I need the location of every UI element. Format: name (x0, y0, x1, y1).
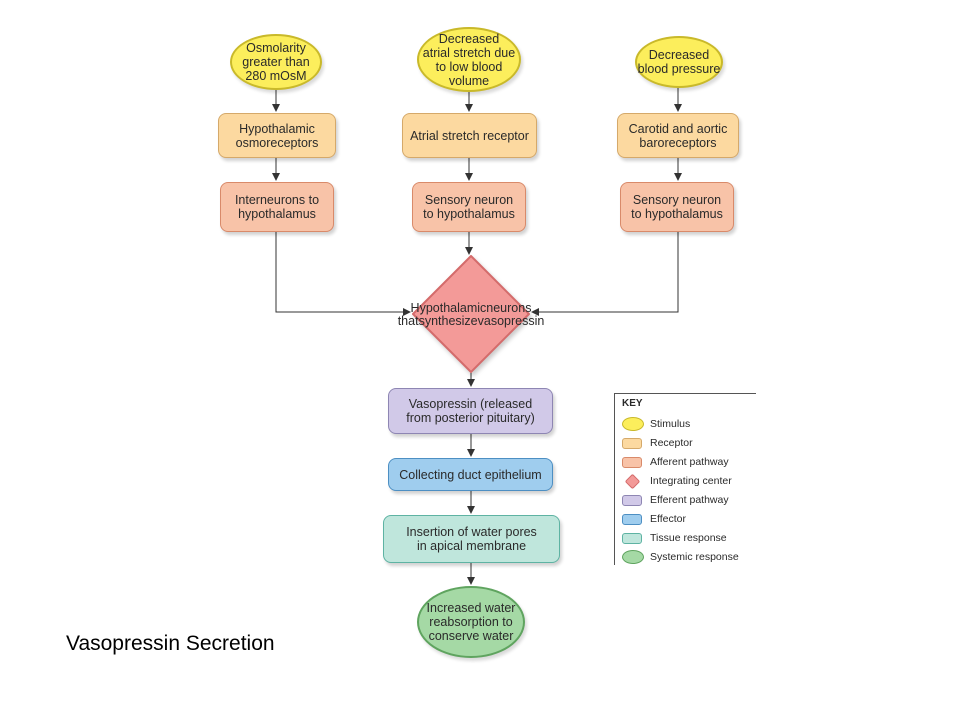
node-text-line: blood pressure (637, 62, 721, 76)
node-text-line: Sensory neuron (632, 193, 722, 207)
legend-swatch-rect (622, 513, 642, 525)
node-text-line: Hypothalamic (239, 121, 315, 136)
node-text-line: Hypothalamic (410, 300, 487, 315)
node-text-line: Decreased (648, 48, 710, 62)
node-text-line: to hypothalamus (631, 207, 723, 221)
node-text-line: baroreceptors (639, 135, 717, 150)
legend-item-systemic: Systemic response (622, 548, 756, 566)
node-text-line: Osmolarity (246, 41, 306, 55)
node-text-line: Sensory neuron (424, 193, 514, 207)
node-text-line: in apical membrane (416, 539, 527, 553)
node-text-line: 280 mOsM (245, 69, 307, 83)
legend-item-receptor: Receptor (622, 434, 756, 452)
node-text-line: Carotid and aortic (628, 121, 728, 136)
node-text-line: Collecting duct epithelium (399, 467, 542, 482)
node-text-line: conserve water (428, 629, 514, 643)
legend-label: Receptor (650, 437, 693, 449)
node-text-line: Atrial stretch receptor (410, 128, 529, 143)
legend-item-tissue: Tissue response (622, 529, 756, 547)
legend-item-afferent: Afferent pathway (622, 453, 756, 471)
node-text-line: to low blood (435, 59, 503, 74)
node-text-line: hypothalamus (238, 207, 316, 221)
slide-caption: Vasopressin Secretion (66, 632, 275, 655)
node-text-line: Vasopressin (released (408, 397, 533, 411)
legend-label: Efferent pathway (650, 494, 729, 506)
legend-key: KEY Stimulus Receptor Afferent pathway I… (614, 393, 756, 565)
legend-swatch-rect (622, 437, 642, 449)
legend-label: Integrating center (650, 475, 732, 487)
arrow-aff3-center (531, 232, 679, 316)
legend-swatch-oval (622, 417, 644, 431)
node-text-line: volume (448, 73, 490, 88)
node-text-line: osmoreceptors (235, 135, 319, 150)
node-text-line: reabsorption to (429, 615, 513, 629)
integrating-center-diamond (412, 255, 530, 373)
legend-item-integrating: Integrating center (622, 472, 756, 490)
legend-label: Afferent pathway (650, 456, 729, 468)
integrating-center-label: Hypothalamicneurons thatsynthesizevasopr… (398, 272, 545, 358)
node-text-line: to hypothalamus (423, 207, 515, 221)
receptor-atrial-stretch: Atrial stretch receptor (402, 113, 537, 158)
node-text-line: synthesize (418, 314, 478, 328)
arrow-aff1-center (275, 232, 411, 316)
node-text-line: vasopressin (477, 314, 545, 328)
legend-swatch-rect (622, 456, 642, 468)
legend-item-effector: Effector (622, 510, 756, 528)
legend-title: KEY (622, 398, 643, 409)
node-text-line: atrial stretch due (422, 45, 516, 60)
legend-item-efferent: Efferent pathway (622, 491, 756, 509)
node-text-line: neurons that (397, 300, 532, 328)
legend-label: Effector (650, 513, 686, 525)
node-text-line: Decreased (438, 31, 500, 46)
node-text-line: from posterior pituitary) (406, 411, 535, 425)
legend-swatch-rect (622, 494, 642, 506)
legend-label: Systemic response (650, 551, 739, 563)
legend-swatch-oval (622, 550, 644, 564)
effector-collecting-duct: Collecting duct epithelium (388, 458, 553, 491)
node-text-line: greater than (242, 55, 310, 69)
node-text-line: Increased water (426, 601, 516, 615)
legend-item-stimulus: Stimulus (622, 415, 756, 433)
node-text-line: Interneurons to (234, 193, 320, 207)
legend-label: Tissue response (650, 532, 727, 544)
node-text-line: Insertion of water pores (406, 525, 537, 539)
legend-label: Stimulus (650, 418, 691, 430)
legend-swatch-diamond (624, 473, 641, 489)
legend-swatch-rect (622, 532, 642, 544)
